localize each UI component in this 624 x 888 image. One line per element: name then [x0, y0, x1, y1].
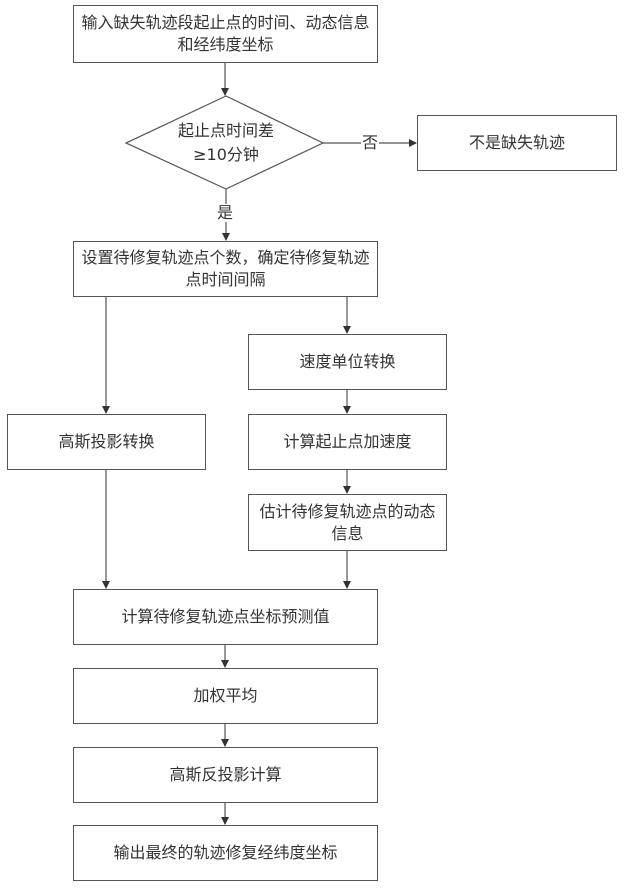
node-gauss-inverse: 高斯反投影计算: [73, 747, 378, 803]
node-gauss-inverse-text: 高斯反投影计算: [169, 765, 282, 784]
node-setup-text: 设置待修复轨迹点个数，确定待修复轨迹点时间间隔: [81, 248, 370, 289]
node-predict-coords-text: 计算待修复轨迹点坐标预测值: [121, 607, 330, 626]
edge-label-no: 否: [361, 133, 380, 152]
node-output-text: 输出最终的轨迹修复经纬度坐标: [113, 843, 338, 862]
edge-label-yes: 是: [216, 203, 235, 222]
node-estimate-dynamics-text: 估计待修复轨迹点的动态信息: [259, 501, 436, 543]
node-output: 输出最终的轨迹修复经纬度坐标: [73, 825, 378, 881]
node-predict-coords: 计算待修复轨迹点坐标预测值: [73, 589, 378, 645]
node-input: 输入缺失轨迹段起止点的时间、动态信息和经纬度坐标: [73, 5, 378, 63]
node-estimate-dynamics: 估计待修复轨迹点的动态信息: [248, 494, 447, 551]
node-speed-unit: 速度单位转换: [248, 334, 447, 390]
node-acceleration: 计算起止点加速度: [248, 414, 447, 470]
node-input-text: 输入缺失轨迹段起止点的时间、动态信息和经纬度坐标: [81, 13, 370, 54]
node-not-missing: 不是缺失轨迹: [417, 115, 617, 171]
node-gauss-projection: 高斯投影转换: [7, 414, 206, 470]
node-not-missing-text: 不是缺失轨迹: [468, 133, 565, 152]
node-weighted-average-text: 加权平均: [193, 686, 258, 705]
decision-line-2: ≥10分钟: [193, 145, 259, 164]
node-acceleration-text: 计算起止点加速度: [283, 432, 412, 451]
node-gauss-projection-text: 高斯投影转换: [58, 432, 155, 451]
node-weighted-average: 加权平均: [73, 668, 378, 724]
node-setup: 设置待修复轨迹点个数，确定待修复轨迹点时间间隔: [73, 241, 378, 297]
node-speed-unit-text: 速度单位转换: [299, 352, 396, 371]
node-decision-text: 起止点时间差 ≥10分钟: [146, 119, 306, 167]
decision-line-1: 起止点时间差: [177, 121, 274, 140]
